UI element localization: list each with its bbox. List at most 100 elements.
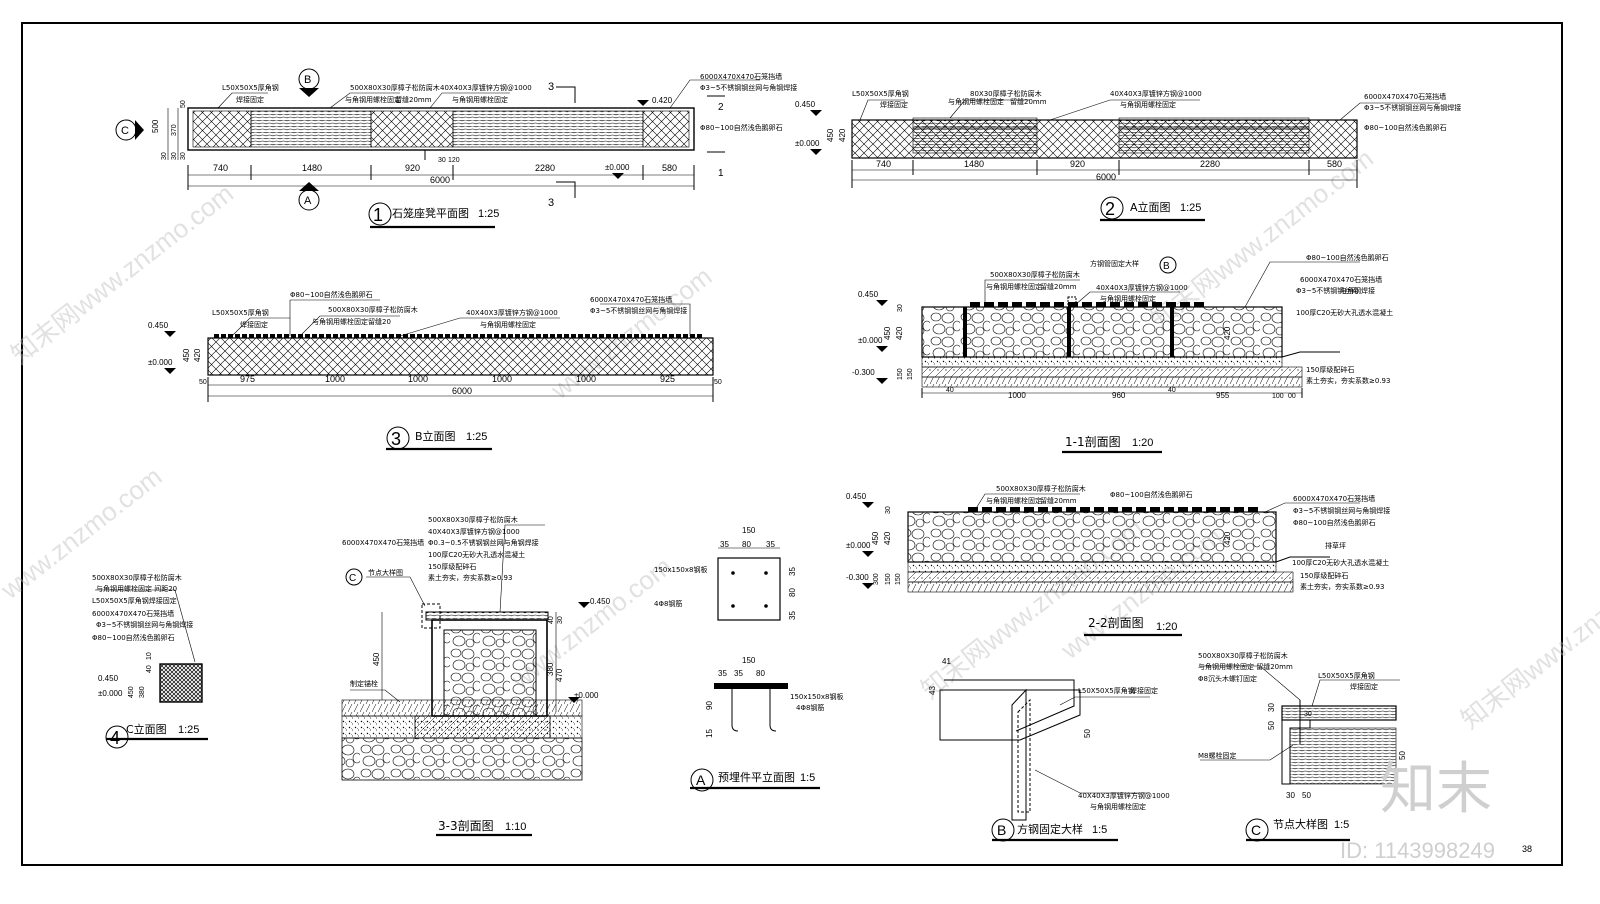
- wood-slat: [1220, 507, 1230, 512]
- elevation-label: -0.300: [852, 368, 875, 377]
- wood-slat: [627, 334, 632, 338]
- wood-slat: [557, 334, 562, 338]
- dim-value: 740: [213, 163, 228, 173]
- dim-value: 10: [146, 652, 153, 660]
- wood-slat: [403, 334, 408, 338]
- section-mark: 1: [718, 168, 724, 179]
- svg-text:1:5: 1:5: [800, 772, 815, 784]
- wood-slat: [1024, 507, 1034, 512]
- svg-text:100厚C20无砂大孔透水混凝土: 100厚C20无砂大孔透水混凝土: [428, 550, 525, 559]
- wood-slat: [550, 334, 555, 338]
- svg-text:B: B: [1163, 261, 1170, 272]
- wood-slat: [508, 334, 513, 338]
- dim-value: 925: [660, 374, 675, 384]
- dim-value: 380: [139, 686, 146, 698]
- wood-slat: [620, 334, 625, 338]
- dim-value: 450: [871, 531, 880, 545]
- plate-label: 150x150x8钢板: [790, 692, 843, 701]
- svg-text:150厚级配碎石: 150厚级配碎石: [1306, 365, 1354, 374]
- view-title: 2-2剖面图 1:20: [1084, 616, 1182, 637]
- wood-slat: [501, 334, 506, 338]
- svg-text:500X80X30厚樟子松防腐木: 500X80X30厚樟子松防腐木: [1198, 651, 1288, 660]
- svg-text:M8螺栓固定: M8螺栓固定: [1198, 751, 1237, 760]
- dim-value: 80: [742, 540, 751, 549]
- watermark-text: www.znzmo.com: [0, 461, 167, 605]
- tick-marks: [187, 165, 695, 190]
- svg-text:Φ3~5不锈钢钢丝网与角钢焊接: Φ3~5不锈钢钢丝网与角钢焊接: [700, 83, 797, 92]
- svg-text:500X80X30厚樟子松防腐木: 500X80X30厚樟子松防腐木: [328, 305, 418, 314]
- svg-text:1:25: 1:25: [1180, 202, 1201, 214]
- dim-value: 420: [895, 326, 904, 340]
- svg-text:C立面图: C立面图: [126, 722, 167, 736]
- section-mark: 2: [718, 102, 724, 113]
- svg-text:2-2剖面图: 2-2剖面图: [1088, 616, 1144, 630]
- wood-slat: [249, 334, 254, 338]
- dim-value: 43: [928, 686, 937, 695]
- dim-value: 150: [885, 573, 892, 585]
- dim-value: 1000: [492, 374, 512, 384]
- dim-value: 450: [883, 326, 892, 340]
- dim-value: 740: [876, 159, 891, 169]
- watermark-text: 知末网www.znzmo.com: [5, 178, 239, 370]
- wood-slat: [529, 334, 534, 338]
- dim-value: 90: [705, 701, 714, 710]
- svg-text:素土夯实，夯实系数≥0.93: 素土夯实，夯实系数≥0.93: [428, 573, 512, 582]
- view-title: A 预埋件平立面图 1:5: [690, 768, 820, 792]
- wood-slat: [256, 334, 261, 338]
- dim-value: 50: [1267, 721, 1276, 730]
- wood-slat: [676, 334, 681, 338]
- wood-slat: [396, 334, 401, 338]
- svg-text:节点大样图: 节点大样图: [368, 568, 403, 577]
- elevation-label: 0.450: [148, 321, 169, 330]
- wood-slat: [235, 334, 240, 338]
- rebar-label: 4Φ8钢筋: [654, 599, 682, 608]
- wood-slat: [1136, 507, 1146, 512]
- elevation-label: -0.300: [846, 573, 869, 582]
- dim-value: 420: [193, 348, 202, 362]
- svg-text:500X80X30厚樟子松防腐木: 500X80X30厚樟子松防腐木: [996, 484, 1086, 493]
- view-title: 2 A立面图 1:25: [1100, 196, 1205, 222]
- dim-value: 2280: [1200, 159, 1220, 169]
- wood-slat: [968, 507, 978, 512]
- section-3-3-callouts: 500X80X30厚樟子松防腐木 40X40X3厚镀锌方钢@1000 6000X…: [342, 515, 545, 703]
- dim-value: 50: [714, 379, 722, 386]
- wood-slat: [445, 334, 450, 338]
- wood-slat: [312, 334, 317, 338]
- dim-value: 30: [1304, 711, 1312, 718]
- wood-slat: [305, 334, 310, 338]
- dim-value: 580: [1327, 159, 1342, 169]
- view-marker-b: B: [298, 68, 320, 97]
- dim-value: 50: [180, 100, 187, 108]
- wood-slat: [473, 334, 478, 338]
- svg-text:L50X50X5厚角钢焊接固定: L50X50X5厚角钢焊接固定: [92, 596, 177, 605]
- wood-slat: [606, 334, 611, 338]
- dim-value: 50: [1398, 751, 1407, 760]
- svg-text:40X40X3厚镀锌方钢@1000: 40X40X3厚镀锌方钢@1000: [466, 308, 558, 317]
- svg-text:A: A: [304, 195, 312, 207]
- dim-total: 6000: [430, 175, 450, 185]
- sheet-border: [21, 22, 1563, 866]
- dim-value: 380: [546, 662, 555, 676]
- svg-text:1:25: 1:25: [178, 724, 199, 736]
- wood-slat: [1206, 507, 1216, 512]
- svg-text:100厚C20无砂大孔透水混凝土: 100厚C20无砂大孔透水混凝土: [1296, 308, 1393, 317]
- wood-slat: [1094, 507, 1104, 512]
- view-title: 1-1剖面图 1:20: [1062, 435, 1162, 454]
- wood-slat: [389, 334, 394, 338]
- svg-text:C: C: [1251, 822, 1261, 838]
- svg-text:500X80X30厚樟子松防腐木: 500X80X30厚樟子松防腐木: [428, 515, 518, 524]
- elevation-label: 0.450: [846, 492, 867, 501]
- dim-value: 30: [1267, 703, 1276, 712]
- brand-logo: 知末: [1380, 757, 1492, 822]
- wood-slat: [522, 334, 527, 338]
- dim-value: 100: [1272, 393, 1284, 400]
- dim-value: 80: [788, 588, 797, 597]
- wood-slat: [697, 334, 702, 338]
- svg-text:150厚级配碎石: 150厚级配碎石: [428, 562, 476, 571]
- wood-slat: [1080, 507, 1090, 512]
- svg-text:1:5: 1:5: [1334, 819, 1349, 831]
- svg-text:与角钢用螺栓固定: 与角钢用螺栓固定: [948, 97, 1004, 106]
- svg-text:C: C: [121, 125, 129, 137]
- svg-text:素土夯实，夯实系数≥0.93: 素土夯实，夯实系数≥0.93: [1306, 376, 1390, 385]
